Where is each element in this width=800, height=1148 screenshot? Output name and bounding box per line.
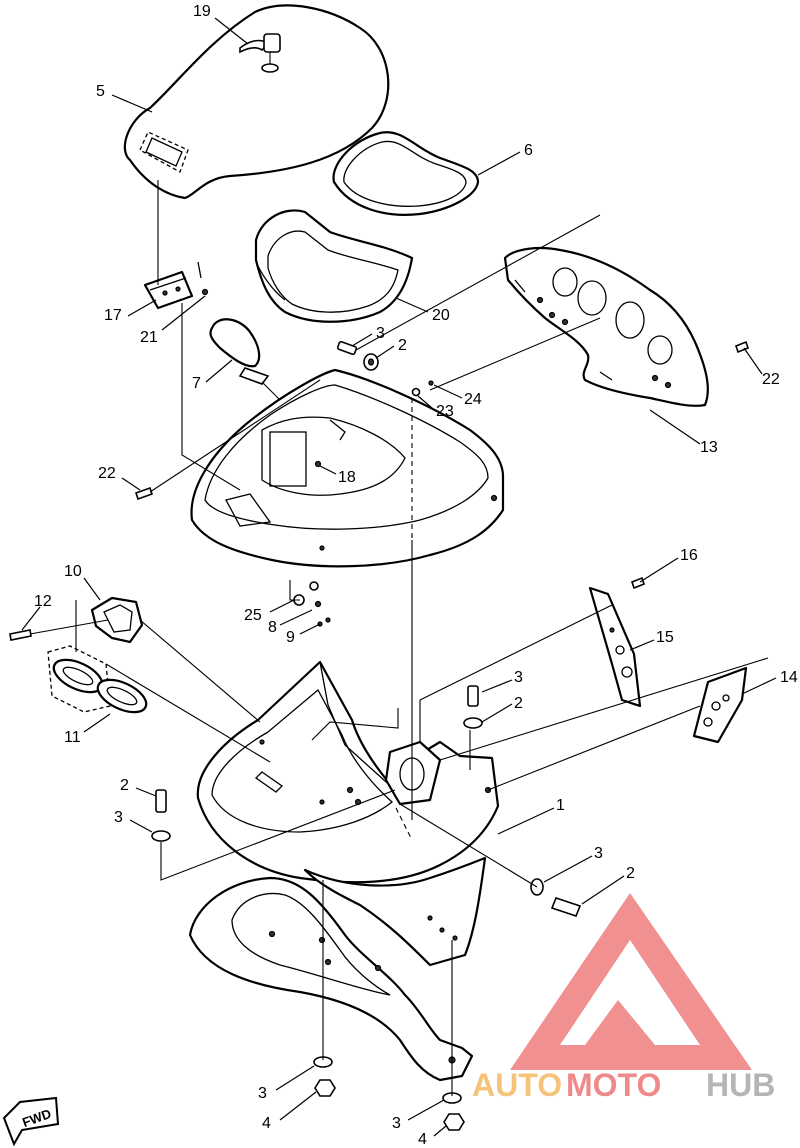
callout-22-left: 22	[98, 465, 116, 482]
callout-19: 19	[193, 3, 211, 20]
callout-4-bottom-left: 4	[262, 1115, 271, 1132]
callout-1: 1	[556, 797, 565, 814]
callout-3-bottom-right: 3	[392, 1115, 401, 1132]
callout-22-right: 22	[762, 371, 780, 388]
lid-stay	[209, 318, 293, 413]
callout-3-bottom-left: 3	[258, 1085, 267, 1102]
callout-24: 24	[464, 391, 482, 408]
callout-13: 13	[700, 439, 718, 456]
hardware	[9, 340, 749, 1131]
callout-3-upper: 3	[376, 325, 385, 342]
callout-2-mid: 2	[514, 695, 523, 712]
callout-15: 15	[656, 629, 674, 646]
callout-23: 23	[436, 403, 454, 420]
callout-12: 12	[34, 593, 52, 610]
cover-lock-icon	[239, 33, 281, 73]
callout-10: 10	[64, 563, 82, 580]
callout-6: 6	[524, 142, 533, 159]
watermark-text: AUTO MOTO HUB	[472, 1067, 775, 1103]
gasket	[47, 645, 148, 714]
callout-14: 14	[780, 669, 798, 686]
callout-3-left: 3	[114, 809, 123, 826]
bracket-15	[588, 586, 642, 708]
callout-11: 11	[64, 729, 81, 746]
bracket-14	[692, 666, 748, 744]
storage-box	[254, 209, 414, 323]
upper-cover	[190, 368, 505, 568]
callout-16: 16	[680, 547, 698, 564]
callout-3-right: 3	[594, 845, 603, 862]
callout-20: 20	[432, 307, 450, 324]
callout-labels: 19 5 6 20 17 21 3 2 7 23 24 22 13 22 18 …	[34, 3, 798, 1148]
callout-8: 8	[268, 619, 277, 636]
meter-panel	[503, 247, 709, 407]
callout-17: 17	[104, 307, 122, 324]
callout-3-mid: 3	[514, 669, 523, 686]
watermark-logo	[510, 893, 752, 1070]
handle-pole-cover	[196, 660, 500, 884]
callout-25: 25	[244, 607, 262, 624]
callout-7: 7	[192, 375, 201, 392]
lid-seal	[332, 131, 480, 216]
watermark-hub: HUB	[706, 1067, 775, 1103]
callout-18: 18	[338, 469, 356, 486]
forward-arrow-icon: FWD	[2, 1096, 60, 1147]
callout-5: 5	[96, 83, 105, 100]
callout-leaders	[21, 17, 777, 1137]
callout-9: 9	[286, 629, 295, 646]
callout-2-right: 2	[626, 865, 635, 882]
watermark-moto: MOTO	[566, 1067, 661, 1103]
assembly-lines	[29, 180, 769, 1096]
callout-4-bottom-right: 4	[418, 1131, 427, 1148]
callout-2-left: 2	[120, 777, 129, 794]
storage-lid	[123, 4, 390, 200]
callout-21: 21	[140, 329, 158, 346]
lower-cover	[303, 856, 487, 967]
bottom-plate	[188, 876, 474, 1082]
watermark-auto: AUTO	[472, 1067, 562, 1103]
vent-cap	[90, 596, 144, 644]
callout-2-upper: 2	[398, 337, 407, 354]
hinge-icon	[143, 261, 209, 310]
